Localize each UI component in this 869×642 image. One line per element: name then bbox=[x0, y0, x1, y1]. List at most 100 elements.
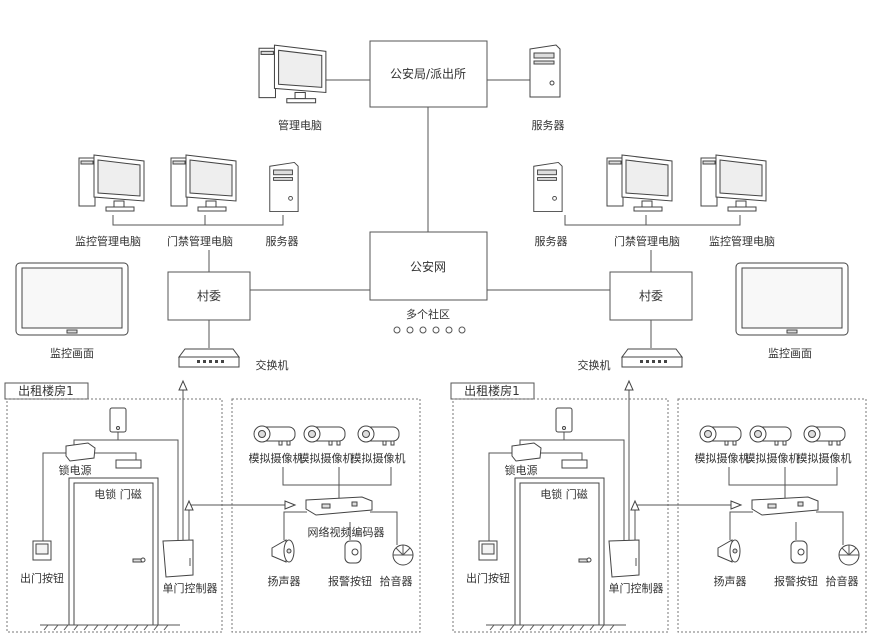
network-switch-icon bbox=[178, 348, 240, 368]
pickup-label: 拾音器 bbox=[826, 574, 859, 588]
access-pc-icon bbox=[606, 154, 673, 212]
lock-power-icon bbox=[65, 442, 96, 462]
lock-magnet-label: 电锁 门磁 bbox=[94, 487, 142, 501]
camera-label: 模拟摄像机 bbox=[249, 451, 304, 465]
server-label: 服务器 bbox=[266, 235, 299, 248]
encoder-label: 网络视频编码器 bbox=[308, 525, 385, 539]
village-committee-box bbox=[167, 271, 251, 321]
speaker-icon bbox=[271, 539, 295, 563]
door-icon bbox=[514, 477, 605, 626]
top-pc-label: 管理电脑 bbox=[278, 118, 322, 132]
arrow-up-icon bbox=[630, 499, 640, 511]
camera-label: 模拟摄像机 bbox=[299, 451, 354, 465]
analog-camera-icon bbox=[749, 425, 792, 446]
right-village: 服务器 门禁管理电脑 监控管理电脑 村委 监控画面 交换机 bbox=[533, 154, 849, 372]
police-network-label: 公安网 bbox=[410, 259, 446, 274]
building-title-box bbox=[4, 382, 89, 400]
electric-lock-icon bbox=[115, 459, 142, 469]
rental-building-left: 出租楼房1 锁电源 电锁 门磁 bbox=[4, 379, 421, 633]
police-station-label: 公安局/派出所 bbox=[390, 66, 466, 81]
village-committee-box bbox=[609, 271, 693, 321]
alarm-button-icon bbox=[790, 540, 808, 564]
access-pc-label: 门禁管理电脑 bbox=[167, 234, 233, 248]
exit-button-icon bbox=[478, 540, 498, 561]
server-icon bbox=[533, 161, 563, 213]
door-icon bbox=[68, 477, 159, 626]
community-dot bbox=[406, 326, 414, 334]
alarm-button-icon bbox=[344, 540, 362, 564]
door-controller-icon bbox=[608, 539, 640, 578]
ground-line bbox=[486, 624, 626, 631]
arrow-right-icon bbox=[284, 500, 297, 510]
rental-building-right: 出租楼房1 锁电源 电锁 门磁 bbox=[450, 379, 867, 633]
analog-camera-icon bbox=[357, 425, 400, 446]
camera-label: 模拟摄像机 bbox=[695, 451, 750, 465]
lock-power-label: 锁电源 bbox=[505, 463, 538, 477]
left-village: 监控管理电脑 门禁管理电脑 服务器 村委 监控画面 交换机 bbox=[15, 154, 299, 372]
alarm-button-label: 报警按钮 bbox=[328, 574, 372, 588]
pickup-microphone-icon bbox=[392, 544, 414, 566]
community-dot bbox=[393, 326, 401, 334]
door-controller-icon bbox=[162, 539, 194, 578]
monitor-screen-label: 监控画面 bbox=[768, 346, 812, 360]
police-station-box bbox=[369, 40, 488, 108]
analog-camera-icon bbox=[803, 425, 846, 446]
building-title-box bbox=[450, 382, 535, 400]
building-title: 出租楼房1 bbox=[464, 383, 520, 398]
monitor-screen-icon bbox=[735, 262, 849, 336]
monitor-screen-icon bbox=[15, 262, 129, 336]
speaker-label: 扬声器 bbox=[268, 574, 301, 588]
exit-button-label: 出门按钮 bbox=[20, 571, 64, 585]
video-encoder-icon bbox=[751, 496, 819, 516]
monitor-pc-icon bbox=[700, 154, 767, 212]
switch-label: 交换机 bbox=[256, 358, 289, 372]
camera-label: 模拟摄像机 bbox=[745, 451, 800, 465]
community-dots bbox=[393, 326, 466, 334]
analog-camera-icon bbox=[303, 425, 346, 446]
monitor-pc-icon bbox=[78, 154, 145, 212]
video-encoder-icon bbox=[305, 496, 373, 516]
network-switch-icon bbox=[621, 348, 683, 368]
monitor-pc-label: 监控管理电脑 bbox=[709, 234, 775, 248]
arrow-up-icon bbox=[624, 379, 634, 391]
pickup-label: 拾音器 bbox=[380, 574, 413, 588]
analog-camera-icon bbox=[253, 425, 296, 446]
switch-label: 交换机 bbox=[578, 358, 611, 372]
ground-line bbox=[40, 624, 180, 631]
arrow-up-icon bbox=[184, 499, 194, 511]
video-area bbox=[231, 398, 421, 633]
lock-power-label: 锁电源 bbox=[59, 463, 92, 477]
monitor-pc-label: 监控管理电脑 bbox=[75, 234, 141, 248]
community-dot bbox=[432, 326, 440, 334]
camera-label: 模拟摄像机 bbox=[797, 451, 852, 465]
analog-camera-icon bbox=[699, 425, 742, 446]
community-dot bbox=[458, 326, 466, 334]
multi-community-label: 多个社区 bbox=[406, 307, 450, 321]
exit-button-icon bbox=[32, 540, 52, 561]
village-committee-label: 村委 bbox=[197, 289, 221, 303]
video-area bbox=[677, 398, 867, 633]
desktop-computer-icon bbox=[258, 44, 327, 104]
building-title: 出租楼房1 bbox=[18, 383, 74, 398]
lock-magnet-label: 电锁 门磁 bbox=[540, 487, 588, 501]
door-controller-label: 单门控制器 bbox=[163, 581, 218, 595]
speaker-label: 扬声器 bbox=[714, 574, 747, 588]
exit-button-label: 出门按钮 bbox=[466, 571, 510, 585]
alarm-button-label: 报警按钮 bbox=[774, 574, 818, 588]
village-committee-label: 村委 bbox=[639, 289, 663, 303]
alarm-siren-icon bbox=[109, 407, 127, 433]
door-controller-label: 单门控制器 bbox=[609, 581, 664, 595]
server-icon bbox=[529, 44, 561, 98]
arrow-up-icon bbox=[178, 379, 188, 391]
community-dot bbox=[445, 326, 453, 334]
access-pc-label: 门禁管理电脑 bbox=[614, 234, 680, 248]
electric-lock-icon bbox=[561, 459, 588, 469]
arrow-right-icon bbox=[730, 500, 743, 510]
server-icon bbox=[269, 161, 299, 213]
server-label: 服务器 bbox=[535, 235, 568, 248]
police-network-box bbox=[369, 231, 488, 301]
monitor-screen-label: 监控画面 bbox=[50, 346, 94, 360]
center-section: 公安局/派出所 管理电脑 服务器 公安网 多个社区 bbox=[250, 40, 610, 334]
speaker-icon bbox=[717, 539, 741, 563]
